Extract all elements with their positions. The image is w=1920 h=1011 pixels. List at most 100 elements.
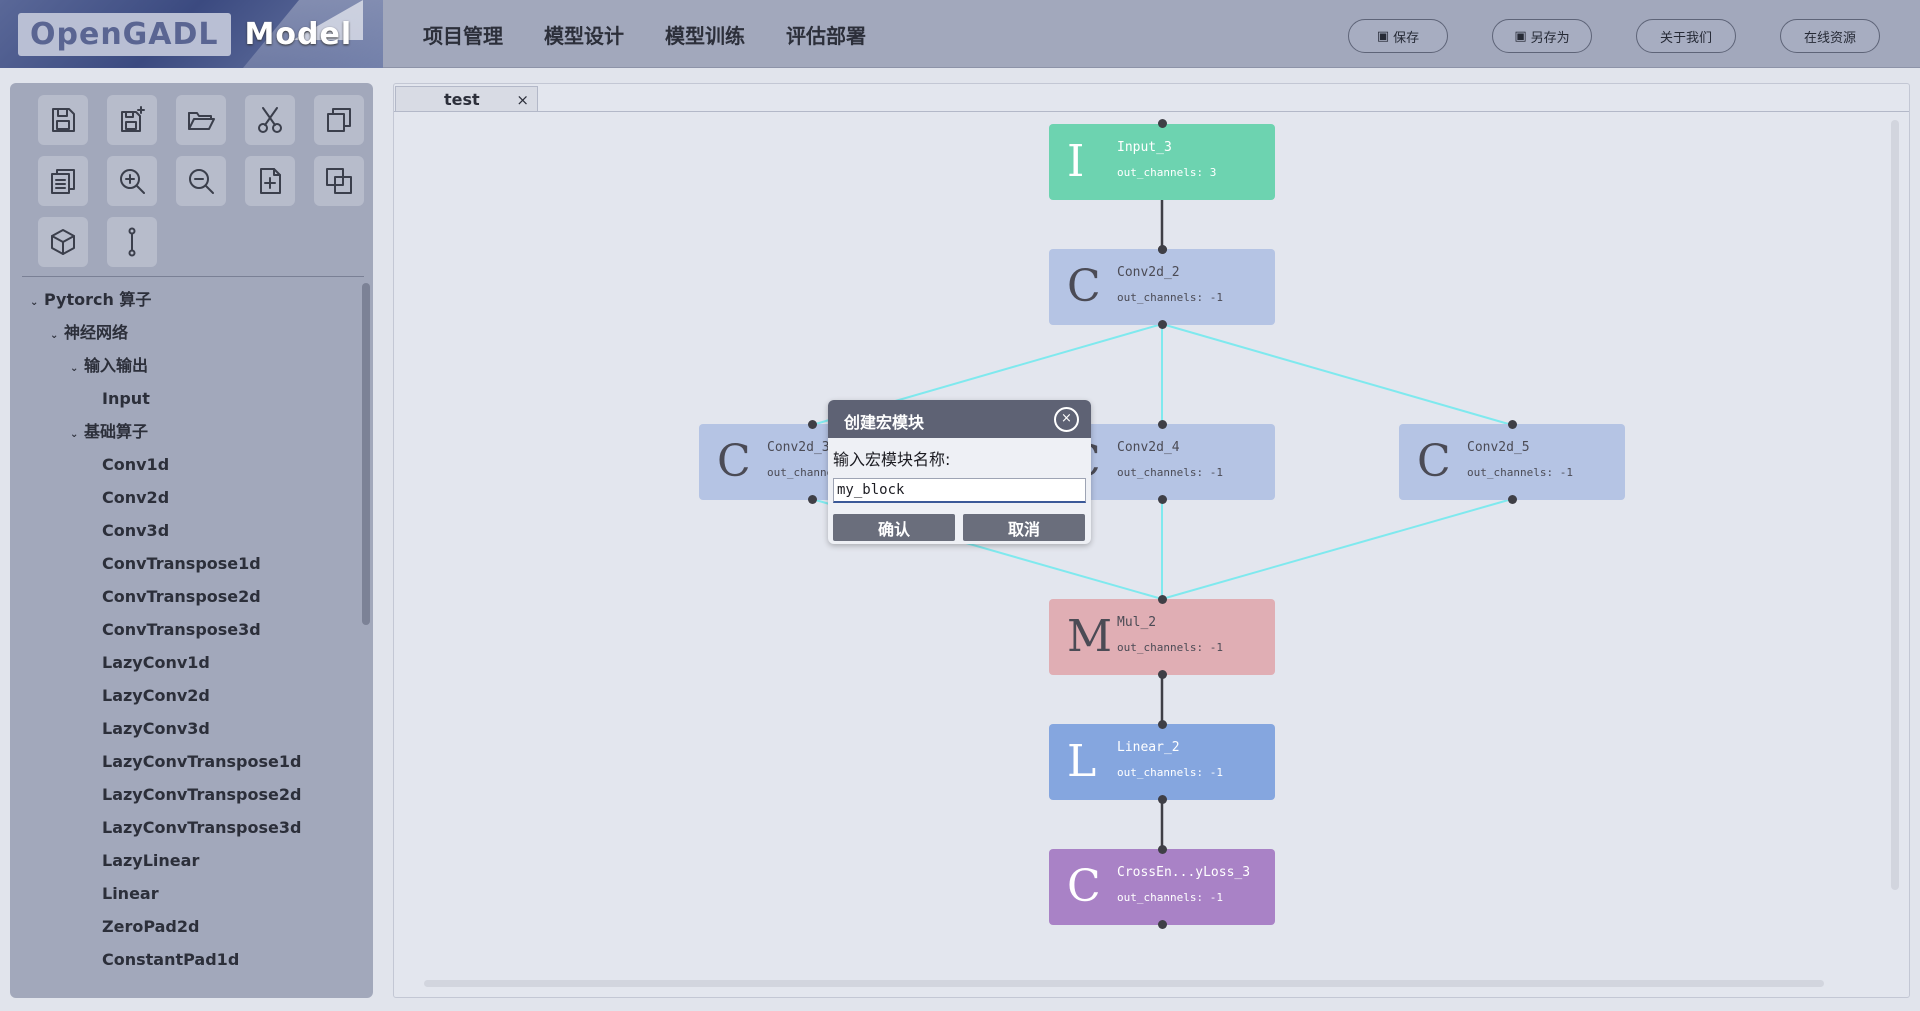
tree-node-basic-ops[interactable]: ⌄ 基础算子 [70, 415, 148, 448]
tree-leaf[interactable]: Conv2d [102, 488, 170, 507]
node-name: Mul_2 [1117, 615, 1157, 630]
tree-leaf[interactable]: ConvTranspose3d [102, 620, 261, 639]
tree-leaf[interactable]: LazyConvTranspose2d [102, 785, 302, 804]
port-out-conv2d-3[interactable] [808, 495, 817, 504]
tab-test[interactable]: test × [395, 86, 538, 112]
node-mul-2[interactable]: M Mul_2 out_channels: -1 [1049, 599, 1275, 675]
main-nav: 项目管理 模型设计 模型训练 评估部署 [423, 20, 866, 49]
node-type-letter: C [1067, 261, 1101, 312]
node-conv2d-2[interactable]: C Conv2d_2 out_channels: -1 [1049, 249, 1275, 325]
node-name: Conv2d_4 [1117, 440, 1180, 455]
port-in-conv2d-5[interactable] [1508, 420, 1517, 429]
tree-scrollbar[interactable] [362, 283, 370, 625]
save-as-button[interactable]: ▣ 另存为 [1492, 19, 1592, 53]
tree-leaf[interactable]: LazyConv3d [102, 719, 210, 738]
cancel-button[interactable]: 取消 [963, 514, 1085, 541]
close-icon[interactable]: × [516, 90, 529, 109]
port-out-crossentropyloss-3[interactable] [1158, 920, 1167, 929]
online-resources-button-label: 在线资源 [1803, 30, 1856, 46]
nav-model-training[interactable]: 模型训练 [665, 24, 745, 48]
dialog-titlebar: 创建宏模块 × [828, 400, 1091, 438]
port-out-conv2d-5[interactable] [1508, 495, 1517, 504]
tool-open[interactable] [176, 95, 226, 145]
tree-leaf[interactable]: ConstantPad1d [102, 950, 240, 969]
save-button[interactable]: ▣ 保存 [1348, 19, 1448, 53]
tree-leaf[interactable]: ConvTranspose1d [102, 554, 261, 573]
tool-copy[interactable] [314, 95, 364, 145]
tool-zoom-in[interactable] [107, 156, 157, 206]
node-meta: out_channels: -1 [1117, 466, 1223, 479]
tool-cut[interactable] [245, 95, 295, 145]
canvas-vertical-scrollbar[interactable] [1891, 120, 1899, 890]
confirm-button[interactable]: 确认 [833, 514, 955, 541]
node-input-3[interactable]: I Input_3 out_channels: 3 [1049, 124, 1275, 200]
tree-leaf[interactable]: Conv3d [102, 521, 170, 540]
about-us-button-label: 关于我们 [1659, 30, 1712, 46]
tree-leaf[interactable]: LazyLinear [102, 851, 200, 870]
save-icon [52, 108, 75, 132]
port-in-conv2d-2[interactable] [1158, 245, 1167, 254]
port-out-conv2d-2[interactable] [1158, 320, 1167, 329]
nav-project-management[interactable]: 项目管理 [423, 24, 503, 48]
port-in-conv2d-3[interactable] [808, 420, 817, 429]
canvas-horizontal-scrollbar[interactable] [424, 980, 1824, 987]
port-in-crossentropyloss-3[interactable] [1158, 845, 1167, 854]
node-type-letter: M [1067, 611, 1113, 662]
port-in-conv2d-4[interactable] [1158, 420, 1167, 429]
operator-tree: ⌄Pytorch 算子 ⌄神经网络 ⌄输入输出 Input ⌄基础算子 Conv… [22, 283, 352, 983]
operator-panel: ⌄Pytorch 算子 ⌄神经网络 ⌄输入输出 Input ⌄基础算子 Conv… [10, 83, 373, 998]
node-type-letter: C [1067, 861, 1101, 912]
tree-node-label: Pytorch 算子 [44, 290, 152, 309]
node-type-letter: L [1067, 736, 1097, 787]
tool-macro-block[interactable] [38, 217, 88, 267]
nav-model-design[interactable]: 模型设计 [544, 24, 624, 48]
tool-paste[interactable] [38, 156, 88, 206]
tree-leaf-input[interactable]: Input [102, 389, 150, 408]
tool-connector[interactable] [107, 217, 157, 267]
tool-zoom-out[interactable] [176, 156, 226, 206]
port-out-linear-2[interactable] [1158, 795, 1167, 804]
macro-name-input[interactable] [833, 478, 1086, 503]
port-out-conv2d-4[interactable] [1158, 495, 1167, 504]
tab-divider [394, 111, 1909, 112]
save-as-button-label: 另存为 [1530, 30, 1570, 46]
duplicate-icon [326, 168, 352, 194]
chevron-down-icon: ⌄ [50, 330, 59, 341]
logo-text-opengadl: OpenGADL [18, 12, 231, 56]
tree-leaf[interactable]: Linear [102, 884, 159, 903]
tree-leaf[interactable]: LazyConvTranspose3d [102, 818, 302, 837]
tool-save-new[interactable] [107, 95, 157, 145]
nav-evaluate-deploy[interactable]: 评估部署 [786, 24, 866, 48]
node-conv2d-5[interactable]: C Conv2d_5 out_channels: -1 [1399, 424, 1625, 500]
tree-leaf[interactable]: LazyConv2d [102, 686, 210, 705]
zoom-in-icon [120, 169, 145, 194]
tree-leaf[interactable]: LazyConvTranspose1d [102, 752, 302, 771]
port-in-linear-2[interactable] [1158, 720, 1167, 729]
online-resources-button[interactable]: 在线资源 [1780, 19, 1880, 53]
save-button-label: 保存 [1393, 30, 1420, 46]
node-linear-2[interactable]: L Linear_2 out_channels: -1 [1049, 724, 1275, 800]
port-in-input-3[interactable] [1158, 119, 1167, 128]
tree-node-io[interactable]: ⌄输入输出 [70, 349, 148, 382]
chevron-down-icon: ⌄ [70, 429, 79, 440]
panel-divider [22, 276, 364, 277]
about-us-button[interactable]: 关于我们 [1636, 19, 1736, 53]
macro-name-label: 输入宏模块名称: [833, 450, 951, 469]
port-out-mul-2[interactable] [1158, 670, 1167, 679]
tool-duplicate[interactable] [314, 156, 364, 206]
node-name: Conv2d_2 [1117, 265, 1180, 280]
tree-leaf[interactable]: ConvTranspose2d [102, 587, 261, 606]
tree-leaf[interactable]: Conv1d [102, 455, 170, 474]
tool-new-file[interactable] [245, 156, 295, 206]
tree-node-label: 基础算子 [84, 422, 149, 441]
port-in-mul-2[interactable] [1158, 595, 1167, 604]
tree-leaf[interactable]: ZeroPad2d [102, 917, 200, 936]
tool-save[interactable] [38, 95, 88, 145]
top-header: OpenGADL Model 项目管理 模型设计 模型训练 评估部署 ▣ 保存 … [0, 0, 1920, 68]
tree-node-pytorch[interactable]: ⌄Pytorch 算子 [30, 283, 151, 316]
node-crossentropyloss-3[interactable]: C CrossEn...yLoss_3 out_channels: -1 [1049, 849, 1275, 925]
tree-node-neural-network[interactable]: ⌄神经网络 [50, 316, 128, 349]
tree-leaf[interactable]: LazyConv1d [102, 653, 210, 672]
save-as-icon: ▣ [1514, 28, 1527, 44]
close-icon[interactable]: × [1054, 407, 1079, 432]
